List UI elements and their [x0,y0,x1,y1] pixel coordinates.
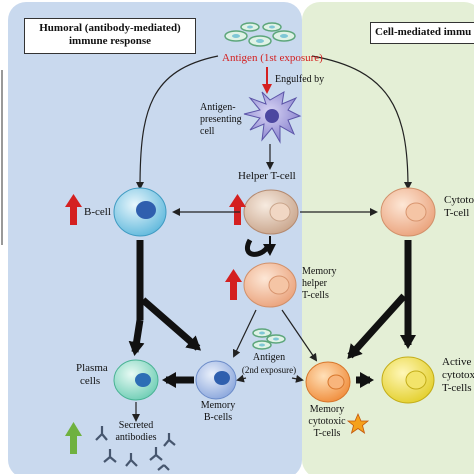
increase-arrow-icon [225,269,242,300]
increase-arrow-icon [229,194,246,225]
apc-label-line1: Antigen- [200,102,236,113]
engulfed-by-label: Engulfed by [275,74,325,85]
increase-arrow-icon [65,422,82,454]
antigen-to-bcell-arrow [136,55,219,190]
secreted-antibodies-label-line1: Secreted [118,420,154,431]
cytotoxic-t-cell-icon [380,187,436,237]
plasma-cell-icon [113,359,159,401]
antigen-icon [224,22,296,47]
memory-cytotoxic-label-line1: Memory [309,404,345,415]
memory-b-cell-icon [195,360,237,400]
apc-label-line2: presenting [200,114,242,125]
plasma-label-line1: Plasma [76,362,108,374]
apc-label-line3: cell [200,126,215,137]
humoral-title-line2: immune response [69,35,151,47]
cytotoxic-label-line2: T-cell [444,207,470,219]
memory-cytotoxic-label-line3: T-cells [313,428,341,439]
memory-b-label-line2: B-cells [203,412,233,423]
memory-helper-label-line1: Memory [302,266,337,277]
cell-mediated-panel-title: Cell-mediated immu [370,22,474,44]
helper-t-cell-icon [243,189,299,235]
antigen-to-cytotoxic-arrow [311,55,412,190]
activated-label-line3: T-cells [442,382,472,394]
memory-helper-label-line3: T-cells [302,290,329,301]
activated-label-line1: Active [442,356,472,368]
memory-helper-label-line2: helper [302,278,327,289]
memory-b-label-line1: Memory [200,400,236,411]
memory-cytotoxic-t-cell-icon [305,361,351,403]
antigen-second-label-line1: Antigen [252,352,286,363]
activated-label-line2: cytotox [442,369,474,381]
activated-cytotoxic-t-cell-icon [381,356,435,404]
plasma-label-line2: cells [80,375,101,387]
humoral-panel [8,2,302,474]
cell-mediated-panel [302,2,474,474]
helper-t-cell-label: Helper T-cell [238,170,296,182]
star-icon [346,412,370,434]
humoral-panel-title: Humoral (antibody-mediated) immune respo… [24,18,196,54]
cytotoxic-label-line1: Cytoto [444,194,474,206]
secreted-antibodies-label-line2: antibodies [115,432,157,443]
antibody-icons [95,426,176,471]
increase-arrow-icon [65,194,82,225]
b-cell-icon [113,187,167,237]
antigen-second-label-line2: (2nd exposure) [241,365,297,375]
memory-helper-t-cell-icon [243,262,297,308]
cell-mediated-title-text: Cell-mediated immu [375,26,472,38]
antigen-icon [252,328,286,350]
memory-cytotoxic-label-line2: cytotoxic [308,416,346,427]
antigen-first-exposure-label: Antigen (1st exposure) [222,52,323,64]
b-cell-label: B-cell [84,206,111,218]
antigen-presenting-cell-icon [243,91,302,144]
humoral-title-line1: Humoral (antibody-mediated) [39,22,181,34]
